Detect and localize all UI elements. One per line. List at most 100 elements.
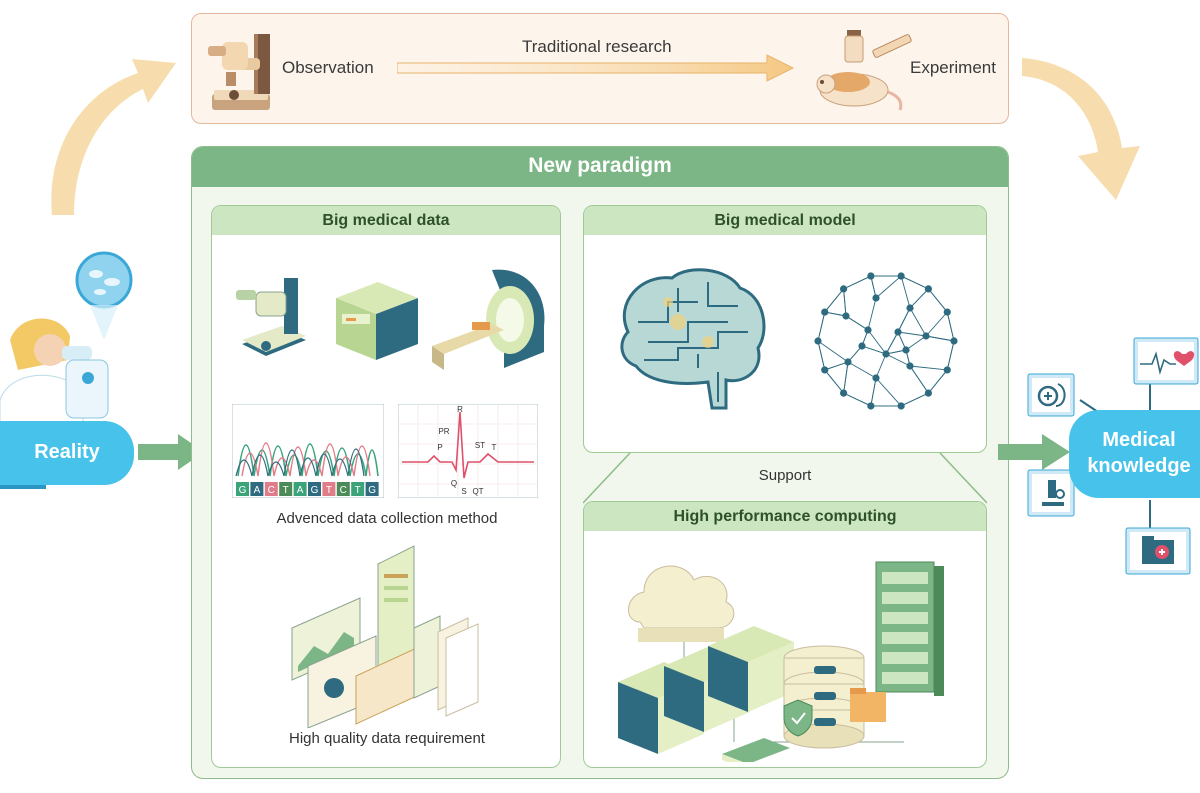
network-edge (885, 331, 899, 355)
network-node (924, 285, 932, 293)
network-edge (905, 335, 927, 351)
network-edge (867, 329, 887, 355)
shield-icon (783, 699, 813, 737)
network-node (858, 342, 866, 350)
network-edge (845, 315, 869, 331)
network-edge (847, 361, 877, 379)
network-edge (900, 392, 929, 407)
network-edge (925, 311, 948, 337)
ecg-label: ST (475, 441, 485, 450)
mri-scanner-icon (432, 269, 545, 370)
network-node (864, 326, 872, 334)
ecg-label: Q (451, 479, 457, 488)
network-node (872, 374, 880, 382)
network-edge (875, 353, 887, 379)
big-medical-model-title: Big medical model (584, 206, 986, 235)
sequence-letter-box (336, 482, 350, 496)
microscope-icon (208, 34, 270, 110)
sequence-letter-box (293, 482, 307, 496)
cloud-icon (628, 565, 735, 642)
network-node (840, 285, 848, 293)
network-node (867, 402, 875, 410)
sequence-letter: G (368, 485, 376, 496)
network-node (867, 272, 875, 280)
network-edge (870, 377, 877, 407)
server-rack-icon (618, 626, 794, 754)
network-edge (909, 365, 948, 371)
sequence-letter: T (326, 485, 332, 496)
network-node (872, 294, 880, 302)
network-node (882, 350, 890, 358)
network-node (922, 332, 930, 340)
network-edge (900, 275, 911, 309)
traditional-research-arrow (397, 54, 795, 82)
medical-knowledge-line1: Medical (1102, 429, 1176, 451)
cell-icon (75, 251, 133, 309)
network-node (842, 312, 850, 320)
network-sphere-icon (814, 272, 958, 410)
big-medical-data-title: Big medical data (212, 206, 560, 235)
network-edge (900, 275, 929, 290)
curved-arrow-down-icon (1022, 58, 1140, 200)
hpc-illustration (618, 561, 944, 762)
new-paradigm-panel: New paradigm Big medical data (191, 146, 1009, 779)
network-edge (843, 288, 847, 317)
medical-icons-cluster (1027, 337, 1199, 575)
lab-experiment-illustration (816, 30, 912, 111)
microscope-icon (236, 278, 306, 356)
big-medical-model-panel: Big medical model (583, 205, 987, 453)
network-edge (817, 311, 826, 342)
network-edge (824, 361, 849, 371)
traditional-research-label: Traditional research (522, 37, 672, 56)
network-node (950, 337, 958, 345)
sequence-letter-box (351, 482, 365, 496)
server-tower-icon (875, 561, 944, 696)
sequence-letter: T (355, 485, 361, 496)
arrow-right-icon (138, 434, 204, 470)
sequence-letter-box (322, 482, 336, 496)
sequence-letter: T (283, 485, 289, 496)
network-edge (909, 288, 929, 309)
book-icon (722, 738, 790, 762)
network-edge (946, 340, 955, 371)
traditional-research-panel: Observation Traditional research Experim… (191, 13, 1009, 124)
ecg-label: P (437, 443, 442, 452)
experiment-label: Experiment (910, 58, 996, 77)
network-edge (843, 361, 849, 394)
network-edge (875, 275, 902, 299)
sequence-letter-box (308, 482, 321, 496)
network-edge (897, 331, 927, 337)
network-edge (861, 345, 887, 355)
network-node (894, 328, 902, 336)
sequence-letter-box (279, 482, 293, 496)
brain-circuit-icon (620, 268, 766, 410)
support-label: Support (758, 467, 812, 484)
big-medical-data-panel: Big medical data (211, 205, 561, 768)
network-node (844, 358, 852, 366)
network-edge (875, 377, 902, 407)
sequence-letter: G (239, 485, 247, 496)
medical-folder-icon (1125, 527, 1191, 575)
high-quality-data-label: High quality data requirement (289, 730, 485, 747)
network-edge (824, 369, 844, 394)
heart-monitor-icon (1133, 337, 1199, 385)
network-edge (843, 392, 872, 407)
sequence-letter: A (297, 485, 304, 496)
network-node (943, 366, 951, 374)
mouse-icon (816, 72, 903, 111)
network-edge (824, 311, 847, 317)
ecg-label: PR (438, 427, 449, 436)
sequence-letter-box (236, 482, 249, 496)
network-node (902, 346, 910, 354)
medical-knowledge-line2: knowledge (1087, 455, 1191, 477)
network-node (840, 389, 848, 397)
ecg-label: QT (472, 487, 483, 496)
support-connector (583, 453, 987, 504)
sequence-letter: C (340, 485, 347, 496)
sequence-letter: A (254, 485, 261, 496)
sequence-letter-box (250, 482, 264, 496)
medical-knowledge-box: Medical knowledge (1069, 410, 1200, 498)
network-node (906, 362, 914, 370)
